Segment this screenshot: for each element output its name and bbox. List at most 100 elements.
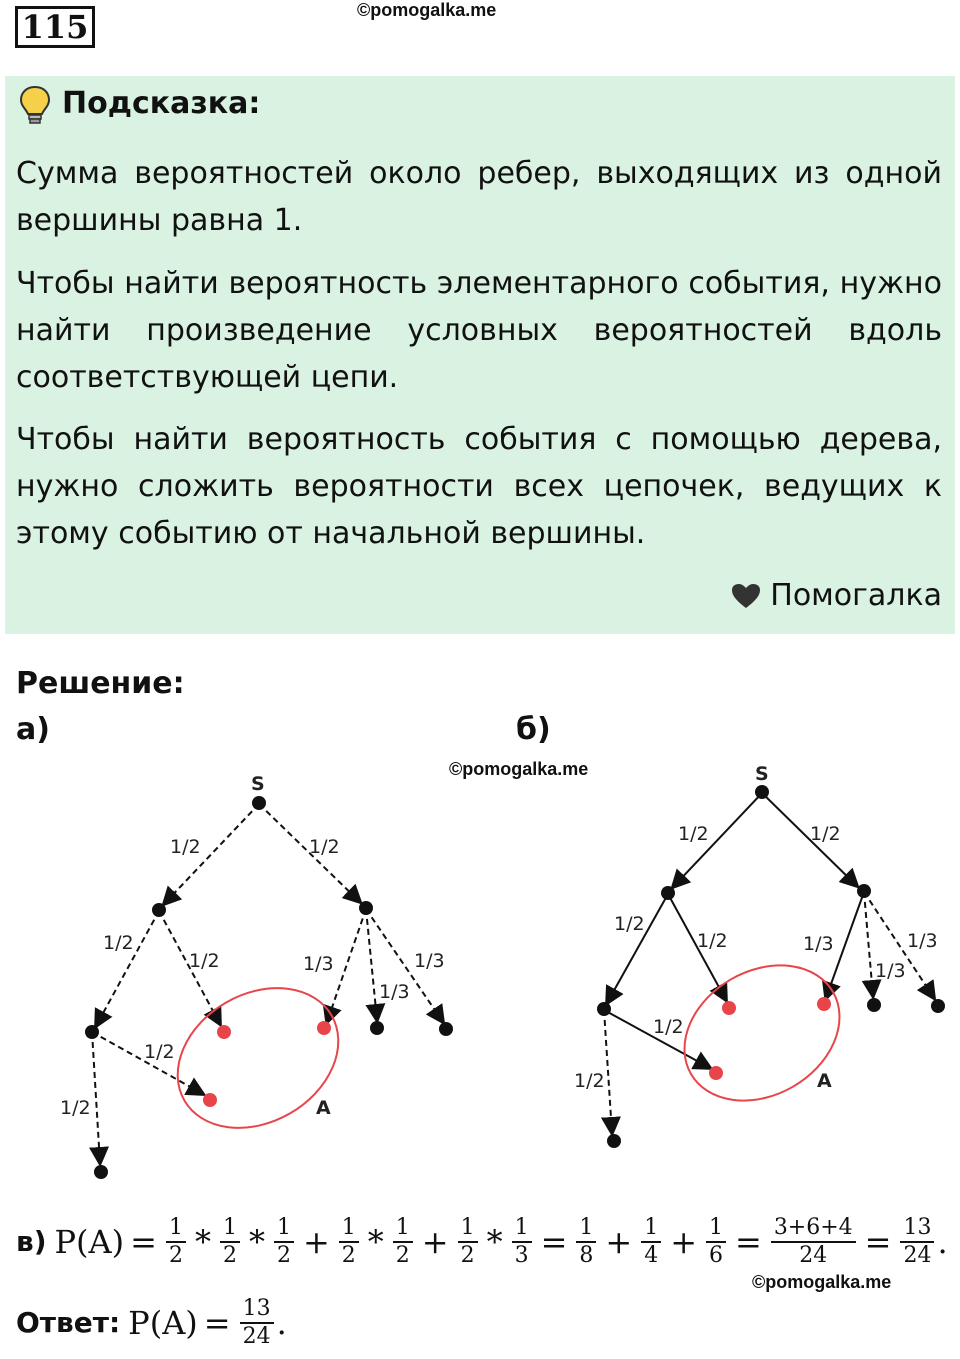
task-number: 115 bbox=[15, 6, 95, 48]
hint-title: Подсказка: bbox=[62, 86, 261, 121]
tree-b-edge-label: 1/2 bbox=[697, 930, 728, 952]
tree-a-edge-label: 1/2 bbox=[189, 950, 220, 972]
tree-b-event-ellipse bbox=[683, 964, 841, 1102]
equals-sign: = bbox=[130, 1223, 157, 1261]
watermark-middle: ©pomogalka.me bbox=[449, 759, 589, 779]
part-b-label: б) bbox=[516, 712, 551, 747]
part-v-label: в) bbox=[16, 1225, 47, 1258]
tree-b-event-node bbox=[709, 1066, 723, 1080]
equals-sign: = bbox=[735, 1223, 762, 1261]
tree-b-edge-label: 1/3 bbox=[803, 933, 834, 955]
solution-title: Решение: bbox=[16, 666, 185, 701]
tree-a-edge-r-3 bbox=[365, 908, 446, 1026]
tree-a-edge-label: 1/2 bbox=[309, 836, 340, 858]
tree-a-edge-r-2 bbox=[365, 908, 386, 1024]
plus-sign: + bbox=[302, 1223, 330, 1261]
tree-a-edge-label: 1/2 bbox=[103, 932, 134, 954]
equals-sign: = bbox=[203, 1304, 231, 1342]
tree-a-event-label: A bbox=[316, 1097, 331, 1119]
tree-b-edge-l-ll bbox=[605, 893, 669, 1007]
tree-b-node-left bbox=[661, 886, 675, 900]
tree-a-edge-l-ll bbox=[94, 910, 160, 1030]
tree-a-edge-s-right bbox=[258, 803, 363, 905]
equals-sign: = bbox=[864, 1223, 892, 1261]
period: . bbox=[937, 1223, 948, 1261]
tree-a-root-label: S bbox=[251, 773, 265, 795]
tree-a-edge-label: 1/2 bbox=[60, 1097, 91, 1119]
brand-label: Помогалка bbox=[770, 578, 942, 613]
tree-a-edge-ll-red bbox=[91, 1031, 207, 1096]
tree-a-edge-s-left bbox=[161, 803, 260, 907]
tree-b-edge-label: 1/2 bbox=[678, 823, 709, 845]
brand: Помогалка bbox=[730, 576, 942, 616]
tree-a-node-ll bbox=[85, 1025, 99, 1039]
times-sign: * bbox=[367, 1223, 384, 1261]
tree-b-root-label: S bbox=[755, 763, 769, 785]
tree-a-node-leaf bbox=[370, 1021, 384, 1035]
tree-b-edge-r-1 bbox=[821, 891, 865, 1002]
tree-a-edge-label: 1/3 bbox=[303, 953, 334, 975]
tree-b-node-right bbox=[857, 884, 871, 898]
tree-b-edge-r-3 bbox=[863, 891, 937, 1002]
answer-label: Ответ: bbox=[16, 1306, 121, 1339]
tree-a-node-root bbox=[252, 796, 266, 810]
tree-b-edge-label: 1/3 bbox=[907, 930, 938, 952]
tree-b-edge-ll-red bbox=[603, 1009, 714, 1070]
watermark-top: ©pomogalka.me bbox=[357, 0, 497, 20]
tree-b-edge-r-2 bbox=[861, 891, 882, 1000]
tree-b-edge-label: 1/2 bbox=[614, 913, 645, 935]
period: . bbox=[276, 1304, 287, 1342]
plus-sign: + bbox=[605, 1223, 633, 1261]
hint-paragraph-2: Чтобы найти вероятность элементарного со… bbox=[16, 266, 942, 395]
tree-b-diagram: S A 1/2 1/2 1/2 1/2 1/3 1/3 1/3 1/2 1/2 bbox=[574, 763, 945, 1148]
plus-sign: + bbox=[670, 1223, 697, 1261]
tree-a-edge-l-lr bbox=[158, 910, 222, 1028]
tree-a-node-leaf bbox=[94, 1165, 108, 1179]
times-sign: * bbox=[486, 1223, 503, 1261]
tree-a-diagram: S A 1/2 1/2 1/2 1/2 1/3 1/3 1/3 1/2 1/2 bbox=[60, 773, 453, 1179]
hint-box bbox=[5, 76, 955, 634]
tree-b-edge-s-right bbox=[761, 792, 860, 889]
tree-b-node-leaf bbox=[607, 1134, 621, 1148]
answer-lhs: P(A) bbox=[128, 1304, 198, 1342]
tree-a-node-left bbox=[152, 903, 166, 917]
plus-sign: + bbox=[421, 1223, 449, 1261]
heart-icon bbox=[732, 584, 761, 608]
formula-lhs: P(A) bbox=[54, 1223, 125, 1261]
tree-b-edge-label: 1/3 bbox=[875, 960, 906, 982]
hint-paragraph-1: Сумма вероятностей около ребер, выходящи… bbox=[16, 156, 942, 238]
times-sign: * bbox=[248, 1223, 265, 1261]
tree-b-edge-ll-down bbox=[600, 1009, 621, 1137]
tree-b-edge-s-left bbox=[670, 792, 763, 890]
tree-b-event-label: A bbox=[817, 1070, 832, 1092]
watermark-bottom: ©pomogalka.me bbox=[752, 1272, 892, 1292]
tree-a-event-node bbox=[203, 1093, 217, 1107]
tree-b-edge-label: 1/2 bbox=[810, 823, 841, 845]
tree-a-edge-label: 1/2 bbox=[144, 1041, 175, 1063]
times-sign: * bbox=[194, 1223, 211, 1261]
tree-b-event-node bbox=[817, 997, 831, 1011]
tree-a-event-ellipse bbox=[176, 987, 340, 1129]
tree-a-edge-label: 1/3 bbox=[379, 981, 410, 1003]
tree-b-node-leaf bbox=[867, 998, 881, 1012]
tree-a-event-node bbox=[217, 1025, 231, 1039]
tree-b-node-ll bbox=[597, 1002, 611, 1016]
tree-a-node-right bbox=[359, 901, 373, 915]
tree-b-event-node bbox=[722, 1001, 736, 1015]
tree-a-edge-label: 1/2 bbox=[170, 836, 201, 858]
tree-a-edge-label: 1/3 bbox=[414, 950, 445, 972]
tree-a-edge-ll-down bbox=[89, 1031, 110, 1167]
